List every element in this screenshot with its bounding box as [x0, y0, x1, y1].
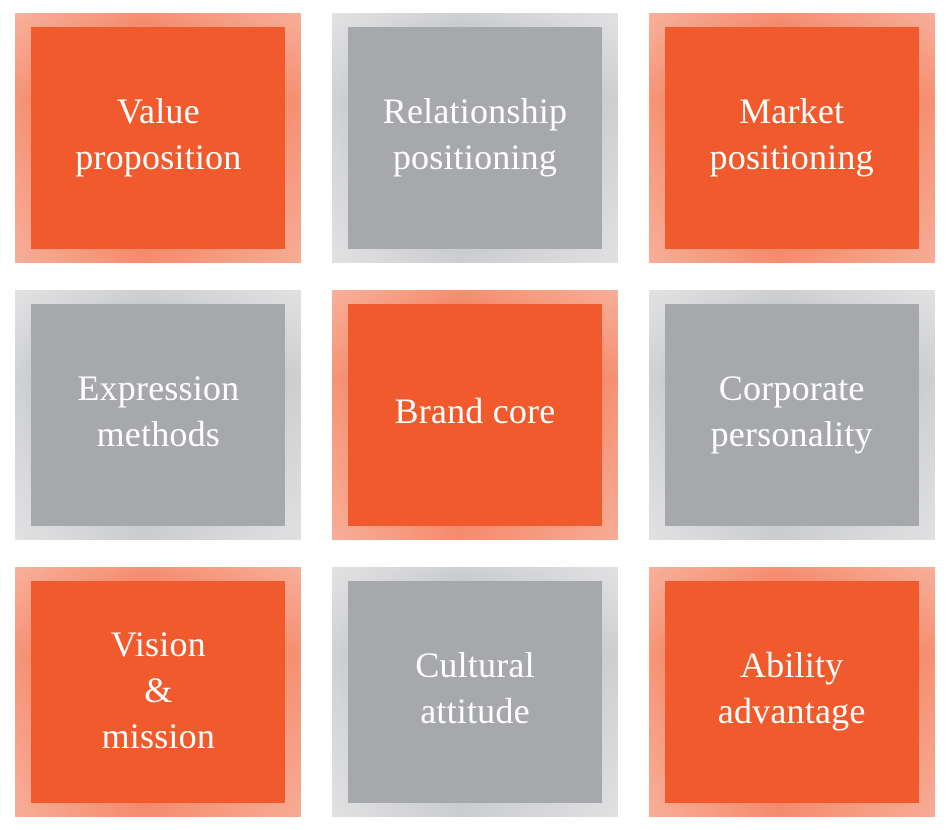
tile-label-cultural-attitude: Cultural attitude: [415, 644, 535, 731]
tile-core-value-proposition: Value proposition: [31, 27, 286, 250]
tile-label-vision-and-mission: Vision & mission: [101, 623, 216, 756]
tile-core-brand-core: Brand core: [347, 303, 602, 526]
tile-label-brand-core: Brand core: [394, 390, 556, 431]
grid-cell-corporate-personality[interactable]: Corporate personality: [633, 277, 950, 554]
grid-cell-vision-and-mission[interactable]: Vision & mission: [0, 553, 317, 830]
grid-cell-ability-advantage[interactable]: Ability advantage: [633, 553, 950, 830]
tile-core-vision-and-mission: Vision & mission: [31, 580, 286, 803]
grid-cell-brand-core[interactable]: Brand core: [317, 277, 634, 554]
tile-label-market-positioning: Market positioning: [709, 91, 874, 178]
grid-cell-cultural-attitude[interactable]: Cultural attitude: [317, 553, 634, 830]
tile-label-corporate-personality: Corporate personality: [710, 367, 873, 454]
grid-cell-relationship-positioning[interactable]: Relationship positioning: [317, 0, 634, 277]
grid-cell-expression-methods[interactable]: Expression methods: [0, 277, 317, 554]
tile-label-relationship-positioning: Relationship positioning: [382, 91, 568, 178]
tile-core-market-positioning: Market positioning: [664, 27, 919, 250]
tile-label-expression-methods: Expression methods: [77, 367, 240, 454]
tile-frame-vision-and-mission: Vision & mission: [15, 567, 301, 817]
tile-label-value-proposition: Value proposition: [75, 91, 242, 178]
tile-frame-corporate-personality: Corporate personality: [649, 290, 935, 540]
tile-frame-value-proposition: Value proposition: [15, 13, 301, 263]
tile-frame-brand-core: Brand core: [332, 290, 618, 540]
tile-core-ability-advantage: Ability advantage: [664, 580, 919, 803]
tile-frame-expression-methods: Expression methods: [15, 290, 301, 540]
tile-frame-market-positioning: Market positioning: [649, 13, 935, 263]
tile-label-ability-advantage: Ability advantage: [717, 644, 866, 731]
tile-frame-ability-advantage: Ability advantage: [649, 567, 935, 817]
tile-core-expression-methods: Expression methods: [31, 303, 286, 526]
grid-cell-value-proposition[interactable]: Value proposition: [0, 0, 317, 277]
tile-core-relationship-positioning: Relationship positioning: [347, 27, 602, 250]
tile-core-corporate-personality: Corporate personality: [664, 303, 919, 526]
tile-core-cultural-attitude: Cultural attitude: [347, 580, 602, 803]
grid-cell-market-positioning[interactable]: Market positioning: [633, 0, 950, 277]
tile-frame-cultural-attitude: Cultural attitude: [332, 567, 618, 817]
tile-frame-relationship-positioning: Relationship positioning: [332, 13, 618, 263]
